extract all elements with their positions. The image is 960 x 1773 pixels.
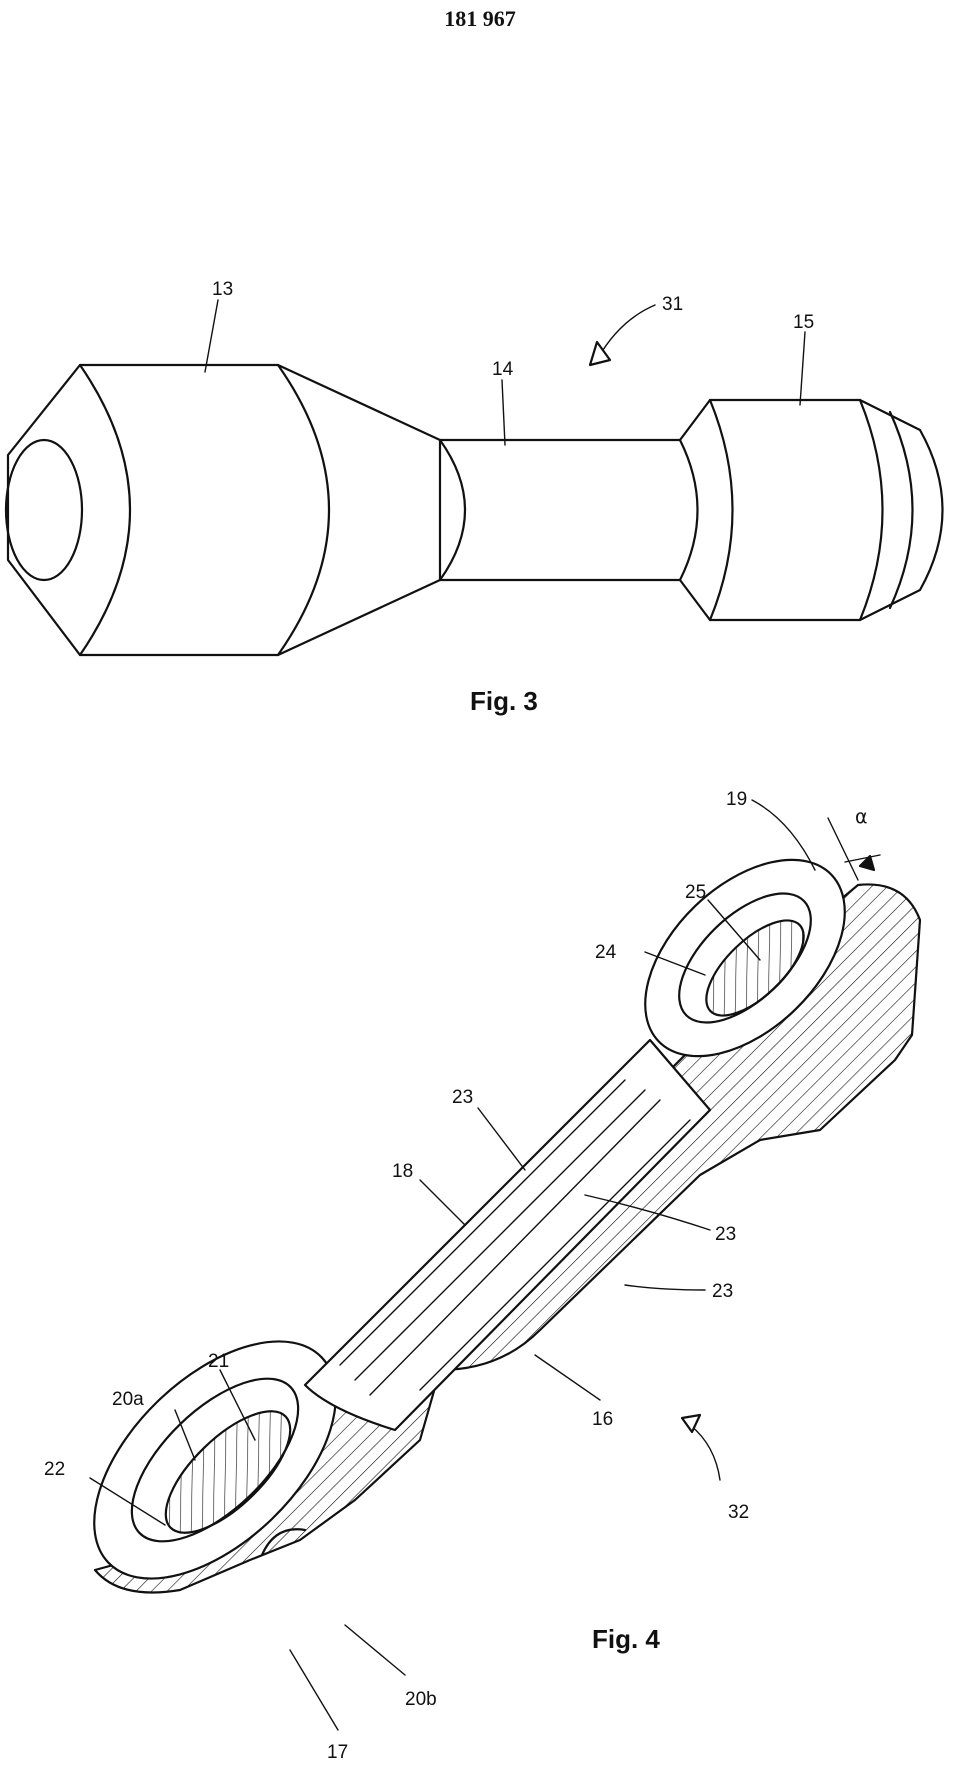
fig4-shank: [303, 1038, 712, 1432]
label-18: 18: [392, 1161, 413, 1182]
label-21: 21: [208, 1351, 229, 1372]
fig3-caption: Fig. 3: [470, 686, 538, 716]
leader-25: [707, 899, 761, 961]
leader-15: [799, 331, 806, 406]
label-13: 13: [212, 279, 233, 300]
alpha-line-1: [827, 817, 859, 881]
fig4-connecting-rod-drawing: 19 α 25 24 23 18 23 23 21 20a 16 22 32 F…: [44, 789, 922, 1763]
leader-22: [89, 1477, 166, 1526]
label-19: 19: [726, 789, 747, 810]
leader-18: [419, 1179, 466, 1226]
leader-23-mid: [584, 1194, 711, 1231]
label-22: 22: [44, 1459, 65, 1480]
fig4-groove-4: [419, 1119, 691, 1391]
label-23-low: 23: [712, 1281, 733, 1302]
leader-20b: [344, 1624, 406, 1676]
document-number: 181 967: [444, 6, 516, 31]
arrow-31-head: [588, 340, 612, 367]
leader-23-low: [624, 1284, 706, 1291]
fig4-groove-3: [369, 1099, 661, 1396]
fig3-blank-drawing: 13 14 15 31 Fig. 3: [4, 279, 944, 716]
fig4-big-end-bore-liner: [164, 1410, 292, 1534]
fig3-right-cylinder-edge: [858, 398, 884, 622]
fig3-left-cylinder-edge: [276, 363, 330, 657]
label-25: 25: [685, 882, 706, 903]
fig4-small-end-bore-liner: [705, 919, 805, 1017]
arrow-32-shaft: [689, 1424, 721, 1481]
label-20a: 20a: [112, 1389, 144, 1410]
arrow-31-shaft: [597, 304, 656, 359]
leader-14: [501, 379, 506, 446]
fig4-cap-notch: [260, 1528, 307, 1557]
fig4-caption: Fig. 4: [592, 1624, 660, 1654]
leader-23-top: [477, 1107, 526, 1171]
label-24: 24: [595, 942, 617, 963]
label-14: 14: [492, 359, 514, 380]
fig4-groove-2: [354, 1089, 646, 1381]
label-23-top: 23: [452, 1087, 473, 1108]
label-16: 16: [592, 1409, 613, 1430]
label-20b: 20b: [405, 1689, 437, 1710]
leader-20a: [174, 1409, 196, 1461]
fig4-groove-1: [339, 1079, 626, 1366]
alpha-arrowhead: [858, 854, 876, 872]
label-alpha: α: [855, 806, 868, 828]
fig3-right-chamfer-edge: [888, 410, 914, 610]
fig3-left-end-outline: [6, 363, 442, 657]
leader-24: [644, 951, 706, 976]
label-23-mid: 23: [715, 1224, 736, 1245]
leader-16: [534, 1354, 601, 1401]
fig3-left-taper-edge: [438, 438, 466, 582]
alpha-line-2: [844, 854, 881, 863]
fig3-left-end-face: [4, 438, 84, 582]
label-15: 15: [793, 312, 814, 333]
fig3-shaft-right-edge: [678, 438, 699, 582]
arrow-32-head: [680, 1413, 702, 1434]
leader-17: [289, 1649, 339, 1731]
leader-19: [751, 799, 816, 871]
fig3-right-end-outline: [678, 398, 944, 622]
label-31: 31: [662, 294, 683, 315]
label-32: 32: [728, 1502, 749, 1523]
label-17: 17: [327, 1742, 348, 1763]
leader-13: [204, 299, 219, 373]
leader-21: [219, 1369, 256, 1441]
fig3-right-collar-edge: [708, 398, 734, 622]
fig3-left-chamfer-edge: [78, 363, 131, 657]
